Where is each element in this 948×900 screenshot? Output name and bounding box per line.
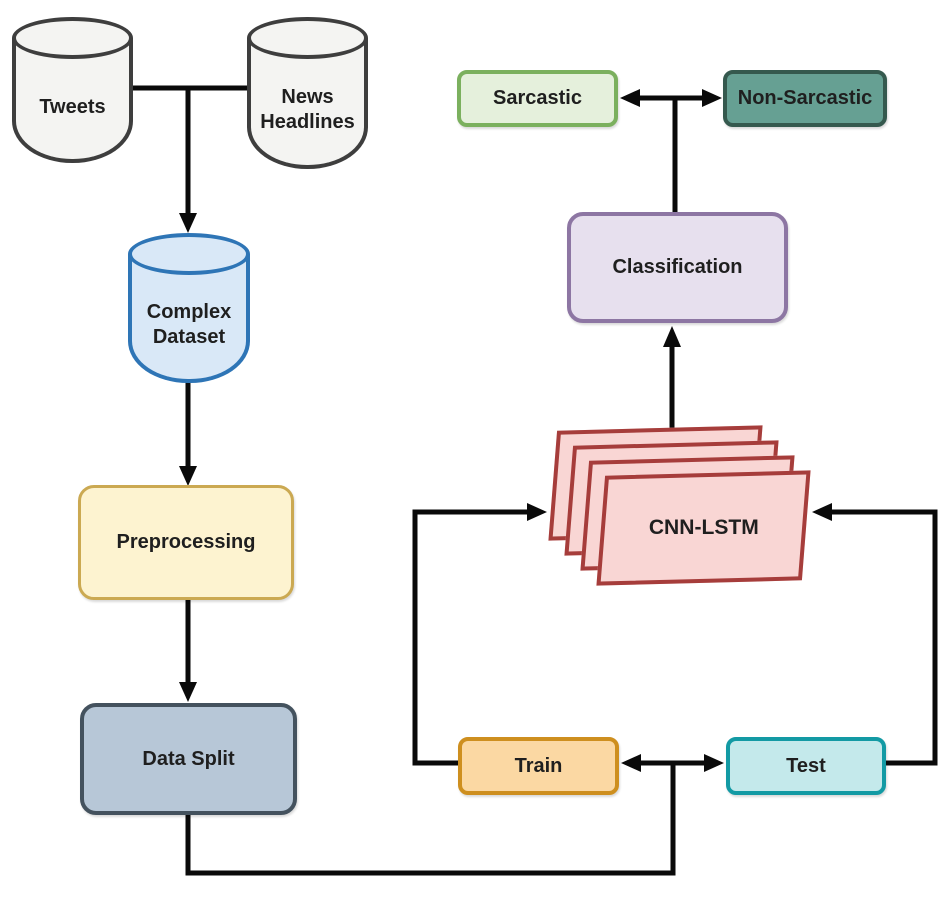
node-label: Complex Dataset	[146, 301, 232, 348]
news-headlines-datastore: News Headlines	[247, 17, 368, 169]
cylinder-top	[12, 17, 133, 59]
cylinder-body	[128, 254, 250, 383]
node-label: Classification	[612, 256, 743, 278]
cylinder-top	[247, 17, 368, 59]
edge-train-cnnlstm-loop	[412, 503, 547, 766]
data-split-node: Data Split	[80, 703, 297, 815]
node-label: Preprocessing	[116, 531, 256, 553]
node-label: Test	[786, 754, 826, 777]
node-label: Train	[514, 754, 563, 777]
node-label: Data Split	[142, 747, 235, 770]
node-label: Tweets	[39, 95, 106, 118]
cylinder-top	[128, 233, 250, 275]
edge-datasplit-traintest	[185, 761, 676, 876]
train-node: Train	[458, 737, 619, 795]
test-node: Test	[726, 737, 886, 795]
preprocessing-node: Preprocessing	[78, 485, 294, 600]
edge-sources-merge	[131, 85, 250, 233]
cnn-lstm-stack: CNN-LSTM	[543, 425, 833, 601]
cylinder-body	[247, 38, 368, 169]
cylinder-body	[12, 38, 133, 163]
complex-dataset-datastore: Complex Dataset	[128, 233, 250, 383]
edge-classification-outputs	[620, 89, 722, 214]
node-label: News Headlines	[260, 86, 355, 133]
sarcastic-node: Sarcastic	[457, 70, 618, 127]
stack-card-front: CNN-LSTM	[596, 470, 811, 586]
node-label: Sarcastic	[493, 87, 582, 109]
classification-node: Classification	[567, 212, 788, 323]
non-sarcastic-node: Non-Sarcastic	[723, 70, 887, 127]
node-label: CNN-LSTM	[648, 516, 759, 539]
edge-train-test-double-arrow	[621, 754, 724, 772]
edge-cnnlstm-classification	[663, 326, 681, 434]
edge-test-cnnlstm-loop	[812, 503, 938, 766]
tweets-datastore: Tweets	[12, 17, 133, 163]
edge-dataset-preprocessing	[179, 382, 197, 486]
node-label: Non-Sarcastic	[737, 87, 873, 109]
edge-preprocessing-datasplit	[179, 600, 197, 702]
